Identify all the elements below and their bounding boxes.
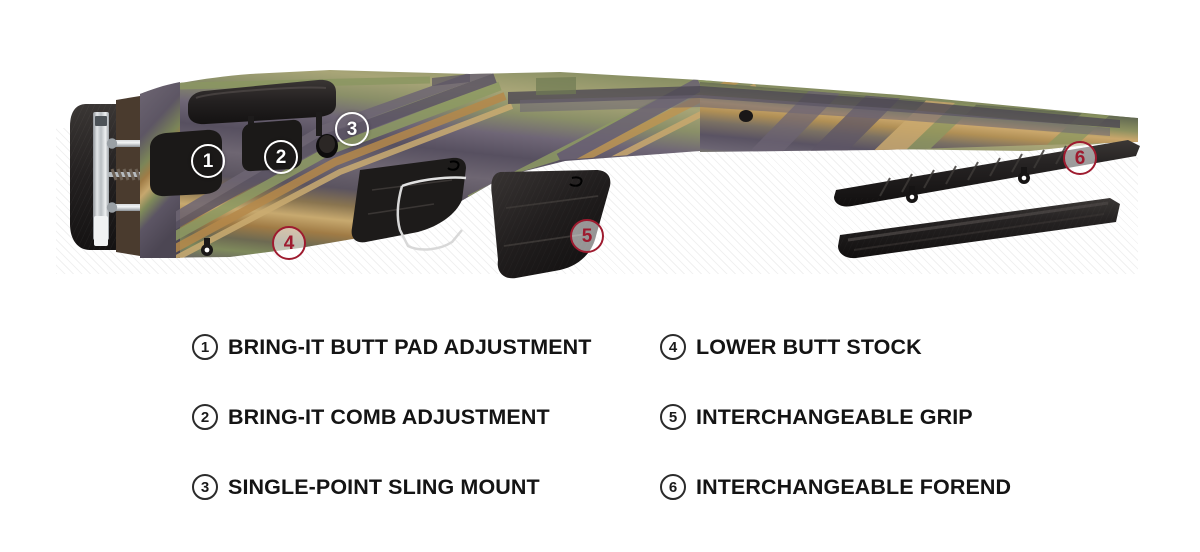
legend-badge-4: 4 [660,334,686,360]
legend-label-6: INTERCHANGEABLE FOREND [696,474,1012,499]
legend-label-2: BRING-IT COMB ADJUSTMENT [228,404,550,429]
legend-label-3: SINGLE-POINT SLING MOUNT [228,474,540,499]
callout-marker-5[interactable]: 5 [570,219,604,253]
legend-column-left: 1 BRING-IT BUTT PAD ADJUSTMENT 2 BRING-I… [192,312,592,522]
forend-mount-stud [1018,167,1030,184]
grip-cutout-outline [396,185,463,251]
sling-swivel-stud [201,238,213,256]
legend-item-4[interactable]: 4 LOWER BUTT STOCK [660,312,1011,382]
callout-marker-2[interactable]: 2 [264,140,298,174]
callout-marker-4-number: 4 [283,232,295,254]
legend-badge-3: 3 [192,474,218,500]
single-point-sling-mount [316,134,338,158]
legend-badge-1: 1 [192,334,218,360]
legend-item-5[interactable]: 5 INTERCHANGEABLE GRIP [660,382,1011,452]
product-illustration [70,69,1140,282]
legend-badge-5: 5 [660,404,686,430]
callout-marker-1-number: 1 [202,150,214,172]
callout-marker-2-number: 2 [275,146,287,168]
callout-marker-1[interactable]: 1 [191,144,225,178]
interchangeable-forend-spare [838,198,1122,260]
legend-label-1: BRING-IT BUTT PAD ADJUSTMENT [228,334,592,359]
legend-column-right: 4 LOWER BUTT STOCK 5 INTERCHANGEABLE GRI… [660,312,1011,522]
feature-legend: 1 BRING-IT BUTT PAD ADJUSTMENT 2 BRING-I… [0,300,1200,552]
legend-item-2[interactable]: 2 BRING-IT COMB ADJUSTMENT [192,382,592,452]
legend-badge-6: 6 [660,474,686,500]
legend-badge-2: 2 [192,404,218,430]
legend-item-6[interactable]: 6 INTERCHANGEABLE FOREND [660,452,1011,522]
lower-butt-stock-panel [351,157,466,243]
butt-pad-assembly [70,96,172,256]
legend-label-4: LOWER BUTT STOCK [696,334,922,359]
callout-marker-3-number: 3 [346,118,358,140]
callout-marker-3[interactable]: 3 [335,112,369,146]
legend-item-1[interactable]: 1 BRING-IT BUTT PAD ADJUSTMENT [192,312,592,382]
callout-marker-6-number: 6 [1074,147,1086,169]
legend-item-3[interactable]: 3 SINGLE-POINT SLING MOUNT [192,452,592,522]
callout-marker-6[interactable]: 6 [1063,141,1097,175]
callout-marker-4[interactable]: 4 [272,226,306,260]
callout-marker-5-number: 5 [581,225,593,247]
legend-label-5: INTERCHANGEABLE GRIP [696,404,973,429]
